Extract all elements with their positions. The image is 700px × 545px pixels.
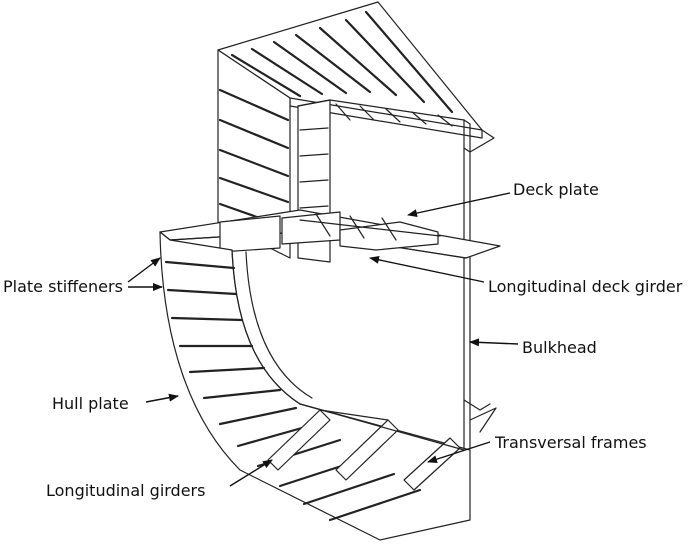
transversal-frames-arrow	[427, 441, 491, 464]
label-bulkhead: Bulkhead	[522, 338, 597, 357]
leader-arrows	[127, 192, 519, 487]
under-deck-frames	[335, 103, 453, 127]
bulkhead-plate	[463, 119, 471, 451]
longitudinal-girders-arrow	[229, 459, 273, 487]
label-plate-stiffeners: Plate stiffeners	[3, 277, 123, 296]
label-longitudinal-deck-girder: Longitudinal deck girder	[488, 277, 683, 296]
label-transversal-frames: Transversal frames	[494, 433, 647, 452]
stiffener-arrow-1	[127, 257, 161, 283]
labels: Deck plate Longitudinal deck girder Plat…	[3, 180, 683, 500]
label-hull-plate: Hull plate	[52, 394, 129, 413]
bottom-floors	[267, 403, 465, 491]
label-longitudinal-girders: Longitudinal girders	[46, 481, 205, 500]
hull-plate-arrow	[145, 393, 179, 403]
base-brackets	[463, 399, 497, 433]
lower-hull	[159, 231, 497, 541]
label-deck-plate: Deck plate	[513, 180, 599, 199]
upper-wall-stiffeners	[218, 88, 290, 230]
deck-plate-arrow	[407, 192, 511, 218]
upper-side-wall	[217, 49, 291, 259]
deck-girder-arrow	[369, 255, 485, 283]
middle-deck	[159, 209, 501, 259]
hull-plate-shape	[159, 231, 471, 541]
deck-girders	[219, 211, 441, 253]
upper-deck-beams	[230, 10, 454, 114]
bulkhead-arrow	[469, 338, 519, 347]
